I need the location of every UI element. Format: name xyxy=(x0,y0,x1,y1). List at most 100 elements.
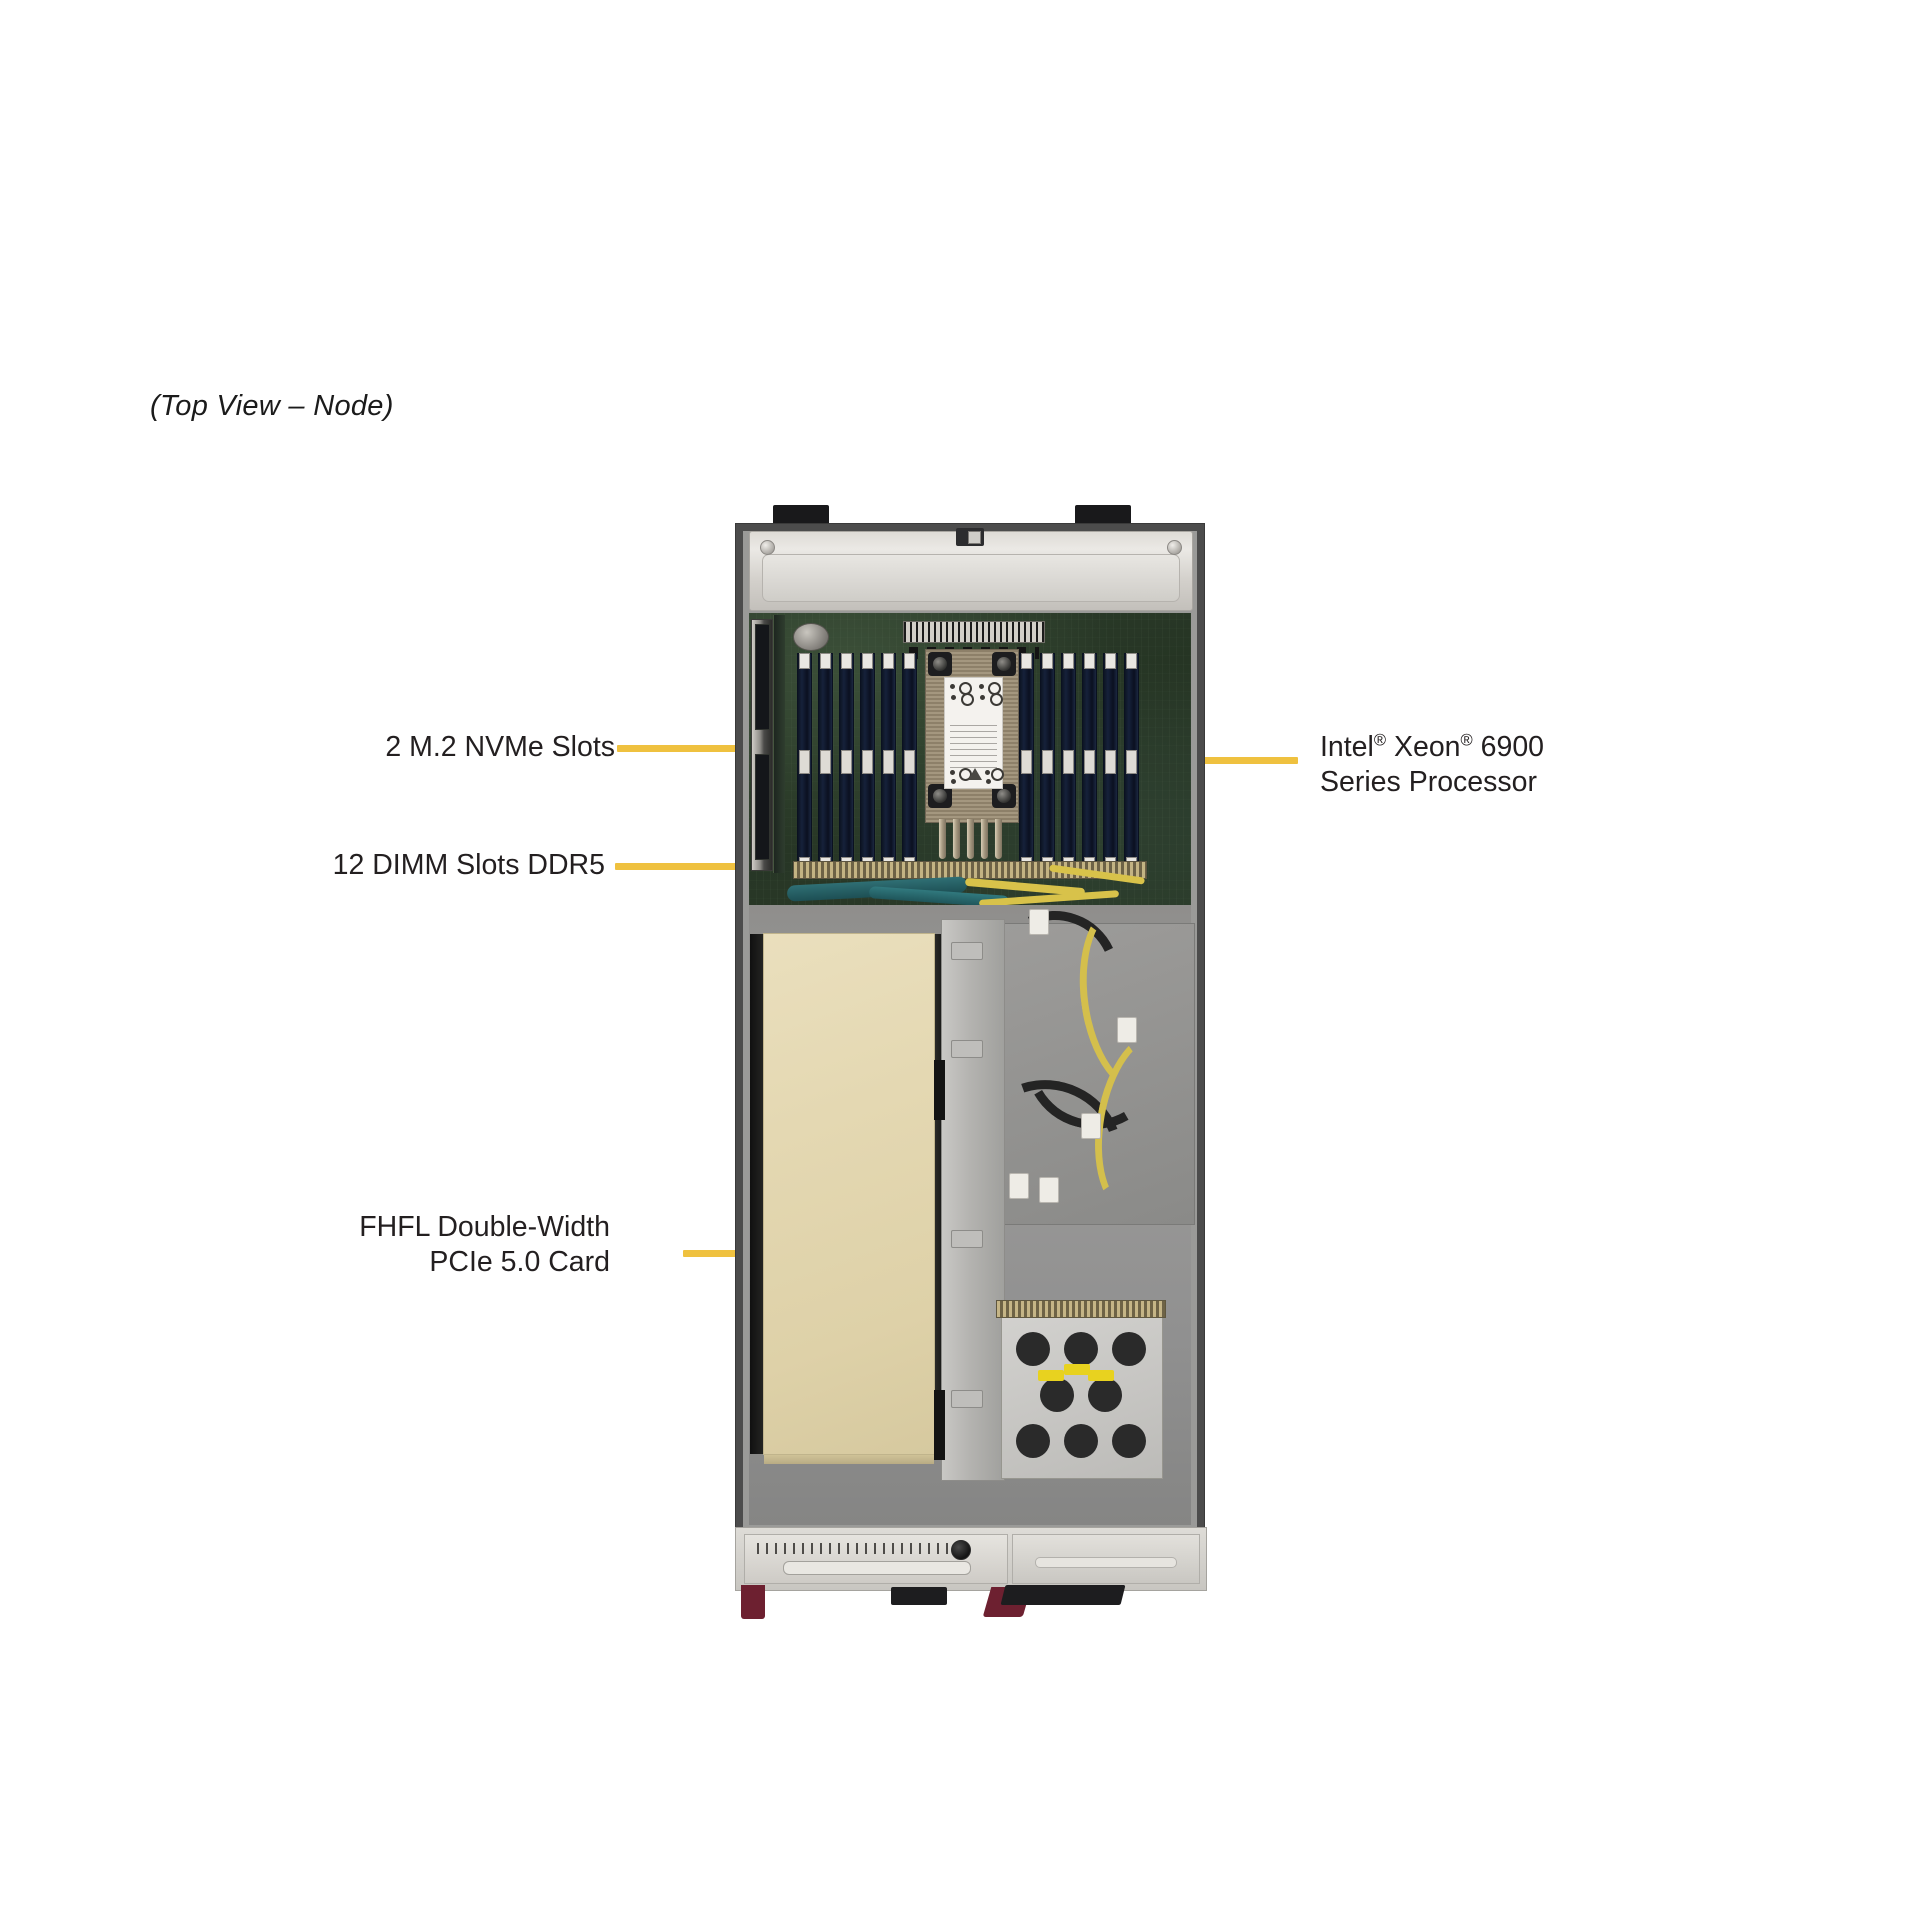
server-node-chassis xyxy=(735,505,1207,1620)
front-panel-left-bay xyxy=(744,1534,1008,1584)
warning-sticker-icon xyxy=(1088,1370,1114,1381)
heatsink-screw-icon xyxy=(928,652,952,676)
dimm-slot xyxy=(1124,653,1139,873)
pdb-vent-hole xyxy=(1112,1332,1146,1366)
dimm-slot xyxy=(1061,653,1076,873)
dimm-latch-icon xyxy=(841,750,852,774)
dimm-slot xyxy=(1040,653,1055,873)
callout-line: PCIe 5.0 Card xyxy=(429,1246,610,1279)
dimm-latch-icon xyxy=(1042,653,1053,669)
rear-tab-right xyxy=(1075,505,1131,525)
dimm-latch-icon xyxy=(883,750,894,774)
dimm-slot xyxy=(881,653,896,873)
callout-label-m2-nvme-slots: 2 M.2 NVMe Slots xyxy=(325,730,615,765)
page-title: (Top View – Node) xyxy=(150,390,394,422)
power-button-icon[interactable] xyxy=(951,1540,971,1560)
callout-line: 12 DIMM Slots DDR5 xyxy=(332,849,605,881)
heatsink-screw-icon xyxy=(992,652,1016,676)
dimm-latch-icon xyxy=(820,653,831,669)
front-vent-row xyxy=(757,1543,957,1554)
pdb-vent-hole xyxy=(1088,1378,1122,1412)
dimm-slot xyxy=(818,653,833,873)
dimm-latch-icon xyxy=(799,653,810,669)
air-shroud-cover xyxy=(749,528,1193,611)
dimm-bank-left xyxy=(797,653,923,873)
callout-line: 2 M.2 NVMe Slots xyxy=(385,731,615,763)
dimm-slot xyxy=(1082,653,1097,873)
shroud-latch-icon xyxy=(956,528,984,546)
cable-label-tag xyxy=(1039,1177,1059,1203)
shroud-groove xyxy=(762,554,1180,602)
leader-line-m2-nvme-slots xyxy=(617,745,769,752)
pdb-vent-hole xyxy=(1064,1424,1098,1458)
dimm-latch-icon xyxy=(1105,653,1116,669)
screw-icon xyxy=(760,540,775,555)
callout-line: Series Processor xyxy=(1320,766,1537,799)
dimm-latch-icon xyxy=(883,653,894,669)
dimm-latch-icon xyxy=(904,750,915,774)
pdb-gold-connector xyxy=(996,1300,1166,1318)
riser-notch xyxy=(951,1040,983,1058)
callout-line: Intel® Xeon® 6900 xyxy=(1320,730,1545,763)
pcie-riser-cage xyxy=(934,919,1005,1481)
cable-label-tag xyxy=(1117,1017,1137,1043)
chassis-foot xyxy=(891,1587,947,1605)
heatsink-screw-icon xyxy=(992,784,1016,808)
screw-icon xyxy=(1167,540,1182,555)
cmos-battery-icon xyxy=(793,623,829,651)
dimm-slot xyxy=(860,653,875,873)
dimm-latch-icon xyxy=(1084,750,1095,774)
dimm-slot xyxy=(1019,653,1034,873)
dimm-latch-icon xyxy=(799,750,810,774)
motherboard xyxy=(749,613,1191,908)
warning-sticker-icon xyxy=(1064,1364,1090,1375)
board-edge-strip xyxy=(773,615,785,873)
dimm-latch-icon xyxy=(904,653,915,669)
chassis-foot xyxy=(1000,1585,1126,1605)
dimm-latch-icon xyxy=(1021,750,1032,774)
release-handle-left[interactable] xyxy=(741,1585,765,1619)
riser-notch xyxy=(951,1230,983,1248)
riser-slot xyxy=(934,1060,945,1120)
m2-slot-2 xyxy=(755,754,770,860)
callout-line: FHFL Double-Width xyxy=(359,1211,610,1243)
dimm-latch-icon xyxy=(1063,653,1074,669)
pdb-vent-hole xyxy=(1064,1332,1098,1366)
card-bottom-edge xyxy=(764,1455,934,1464)
dimm-bank-right xyxy=(1019,653,1145,873)
dimm-slot xyxy=(839,653,854,873)
dimm-latch-icon xyxy=(1126,750,1137,774)
warning-triangle-icon xyxy=(968,768,982,780)
warning-sticker-icon xyxy=(1038,1370,1064,1381)
front-panel-ridge xyxy=(1035,1557,1177,1568)
heatsink-label-text xyxy=(950,724,997,768)
cable-label-tag xyxy=(1009,1173,1029,1199)
riser-notch xyxy=(951,1390,983,1408)
power-distribution-board xyxy=(996,1300,1166,1479)
pdb-vent-hole xyxy=(1112,1424,1146,1458)
dimm-latch-icon xyxy=(1126,653,1137,669)
card-left-edge xyxy=(750,934,763,1454)
dimm-latch-icon xyxy=(820,750,831,774)
dimm-slot xyxy=(797,653,812,873)
cable-label-tag xyxy=(1029,909,1049,935)
front-panel xyxy=(735,1527,1207,1591)
rear-tab-left xyxy=(773,505,829,525)
dimm-latch-icon xyxy=(1042,750,1053,774)
callout-label-xeon-processor: Intel® Xeon® 6900 Series Processor xyxy=(1320,730,1660,801)
cable-bundle-region xyxy=(952,892,1207,1244)
pdb-vent-hole xyxy=(1040,1378,1074,1412)
card-right-bracket xyxy=(935,934,946,1454)
dimm-latch-icon xyxy=(841,653,852,669)
dimm-slot xyxy=(1103,653,1118,873)
heatsink-instruction-label xyxy=(944,677,1004,789)
top-connector-bank xyxy=(903,621,1045,643)
riser-slot xyxy=(934,1390,945,1460)
dimm-latch-icon xyxy=(862,750,873,774)
front-slot-line xyxy=(783,1561,971,1575)
cpu-heatsink xyxy=(925,649,1019,823)
callout-label-dimm-slots-ddr5: 12 DIMM Slots DDR5 xyxy=(275,848,605,883)
dimm-latch-icon xyxy=(1105,750,1116,774)
callout-label-pcie-card: FHFL Double-Width PCIe 5.0 Card xyxy=(300,1210,610,1281)
